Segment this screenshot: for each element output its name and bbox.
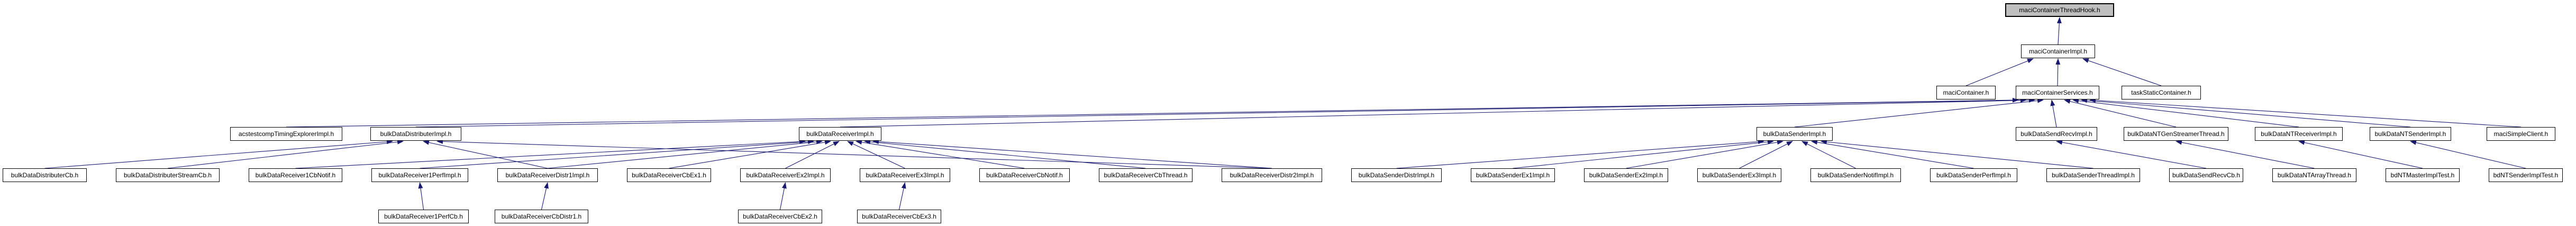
include-edge [2298,140,2423,169]
graph-node-simpleclient[interactable]: maciSimpleClient.h [2487,127,2555,141]
include-edge [541,182,549,210]
include-edge [2410,140,2526,169]
include-edge [2176,140,2315,169]
include-edge [1821,139,2093,169]
graph-node-receiver1cbnotif[interactable]: bulkDataReceiver1CbNotif.h [249,168,342,182]
graph-node-taskstatic[interactable]: taskStaticContainer.h [2122,86,2201,100]
include-edge [1811,140,1974,169]
include-edge [785,141,840,169]
include-edge [779,182,787,210]
graph-node-receiverdistr2impl[interactable]: bulkDataReceiverDistr2Impl.h [1222,168,1322,182]
graph-node-receiverex2impl[interactable]: bulkDataReceiverEx2Impl.h [740,168,831,182]
graph-node-receiverimpl[interactable]: bulkDataReceiverImpl.h [799,127,881,141]
include-edge [898,182,906,210]
include-edge [436,139,1272,169]
include-edge [847,141,905,169]
include-edge [2050,100,2057,128]
graph-node-receivercbnotif[interactable]: bulkDataReceiverCbNotif.h [979,168,1070,182]
graph-node-containerservices[interactable]: maciContainerServices.h [2016,86,2099,100]
graph-node-ntgenstreamer[interactable]: bulkDataNTGenStreamerThread.h [2124,127,2228,141]
include-edge [669,140,831,169]
graph-node-senderex1impl[interactable]: bulkDataSenderEx1Impl.h [1471,168,1555,182]
include-edge [1513,139,1774,169]
include-edge [44,139,393,169]
graph-node-sendrecvimpl[interactable]: bulkDataSendRecvImpl.h [2016,127,2097,141]
graph-node-receiverdistr1impl[interactable]: bulkDataReceiverDistr1Impl.h [497,168,598,182]
graph-node-container[interactable]: maciContainer.h [1936,86,1996,100]
include-edge [1801,141,1856,169]
graph-node-senderdistrimpl[interactable]: bulkDataSenderDistrImpl.h [1351,168,1442,182]
include-edge [167,139,404,169]
include-edge [2056,17,2062,45]
include-edge [1396,139,1764,169]
graph-node-distributerstreamcb[interactable]: bulkDataDistributerStreamCb.h [116,168,220,182]
graph-node-bdntmastertest[interactable]: bdNTMasterImplTest.h [2386,168,2460,182]
graph-node-sendrecvcb[interactable]: bulkDataSendRecvCb.h [2169,168,2243,182]
graph-node-receiver1perfimpl[interactable]: bulkDataReceiver1PerfImpl.h [371,168,468,182]
graph-node-senderex3impl[interactable]: bulkDataSenderEx3Impl.h [1697,168,1781,182]
include-edge [2081,98,2411,128]
include-edge [2089,98,2522,128]
include-edge [420,139,814,169]
include-edge [1626,140,1783,169]
graph-node-receiverex3impl[interactable]: bulkDataReceiverEx3Impl.h [860,168,950,182]
graph-node-containerimpl[interactable]: maciContainerImpl.h [2021,44,2095,58]
graph-node-receivercbex1[interactable]: bulkDataReceiverCbEx1.h [627,168,711,182]
include-edge [295,139,806,169]
include-edge [840,97,2035,128]
include-edge [286,97,2019,128]
graph-node-senderex2impl[interactable]: bulkDataSenderEx2Impl.h [1584,168,1668,182]
include-edge [415,97,2027,128]
graph-node-distributerimpl[interactable]: bulkDataDistributerImpl.h [370,127,461,141]
graph-node-receivercbthread[interactable]: bulkDataReceiverCbThread.h [1099,168,1193,182]
graph-node-receiver1perfcb[interactable]: bulkDataReceiver1PerfCb.h [378,210,469,223]
include-edge [1794,98,2044,128]
graph-node-distributercb[interactable]: bulkDataDistributerCb.h [3,168,87,182]
graph-node-bdntsendertest[interactable]: bdNTSenderImplTest.h [2489,168,2563,182]
include-edge [2056,140,2207,169]
graph-node-ntsenderimpl[interactable]: bulkDataNTSenderImpl.h [2370,127,2451,141]
include-edge [2064,99,2177,128]
graph-node-receivercbex3[interactable]: bulkDataReceiverCbEx3.h [857,210,941,223]
include-edge [855,140,1025,169]
include-edge [864,139,1146,169]
include-edge [2072,98,2299,128]
graph-node-senderperfimpl[interactable]: bulkDataSenderPerfImpl.h [1930,168,2017,182]
include-edge [1739,141,1793,169]
graph-node-senderthreadimpl[interactable]: bulkDataSenderThreadImpl.h [2046,168,2140,182]
graph-node-sendernotifimpl[interactable]: bulkDataSenderNotifImpl.h [1810,168,1901,182]
include-edge [418,182,424,210]
include-edge [1965,58,2034,86]
graph-node-receivercbex2[interactable]: bulkDataReceiverCbEx2.h [738,210,822,223]
graph-node-timingexplorer[interactable]: acstestcompTimingExplorerImpl.h [230,127,342,141]
graph-node-senderimpl[interactable]: bulkDataSenderImpl.h [1756,127,1833,141]
include-edge [872,139,1272,169]
graph-node-ntreceiverimpl[interactable]: bulkDataNTReceiverImpl.h [2255,127,2343,141]
graph-node-threadhook[interactable]: maciContainerThreadHook.h [2005,3,2114,17]
include-edge [547,139,823,169]
graph-node-ntarraythread[interactable]: bulkDataNTArrayThread.h [2272,168,2356,182]
include-edge [423,140,548,169]
graph-node-receivercbdistr1[interactable]: bulkDataReceiverCbDistr1.h [495,210,588,223]
include-edge [2082,58,2162,86]
